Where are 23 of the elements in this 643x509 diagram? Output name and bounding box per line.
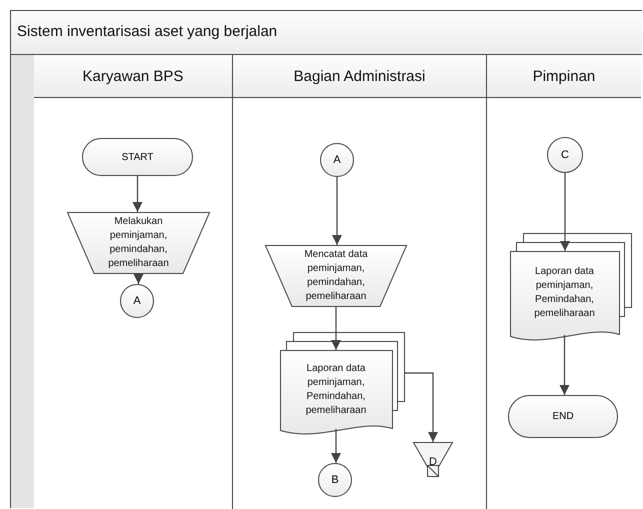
manual-operation-shape: Mencatat data peminjaman, pemindahan, pemeliharaan: [265, 245, 407, 307]
connector-circle: C: [547, 137, 583, 173]
terminator-shape: END: [508, 395, 618, 438]
arrow: [560, 335, 570, 395]
arrow: [560, 173, 570, 251]
arrow: [331, 307, 341, 350]
lane-header: Bagian Administrasi: [233, 55, 486, 98]
connector-circle: B: [318, 463, 352, 497]
connector-circle: A: [320, 143, 354, 177]
arrow: [134, 274, 144, 284]
pool-title: Sistem inventarisasi aset yang berjalan: [11, 11, 642, 55]
connector-circle: A: [120, 284, 154, 318]
lane-header: Karyawan BPS: [34, 55, 232, 98]
swimlane-lane: [233, 55, 487, 509]
offline-storage-triangle: D: [413, 442, 453, 477]
manual-operation-shape: Melakukan peminjaman, pemindahan, pemeliharaan: [67, 212, 210, 274]
lane-header: Pimpinan: [487, 55, 641, 98]
arrow: [132, 176, 142, 212]
arrow: [405, 372, 438, 442]
arrow: [331, 429, 341, 463]
terminator-shape: START: [82, 138, 193, 176]
arrow: [332, 177, 342, 245]
swimlane-lane: [34, 55, 233, 509]
